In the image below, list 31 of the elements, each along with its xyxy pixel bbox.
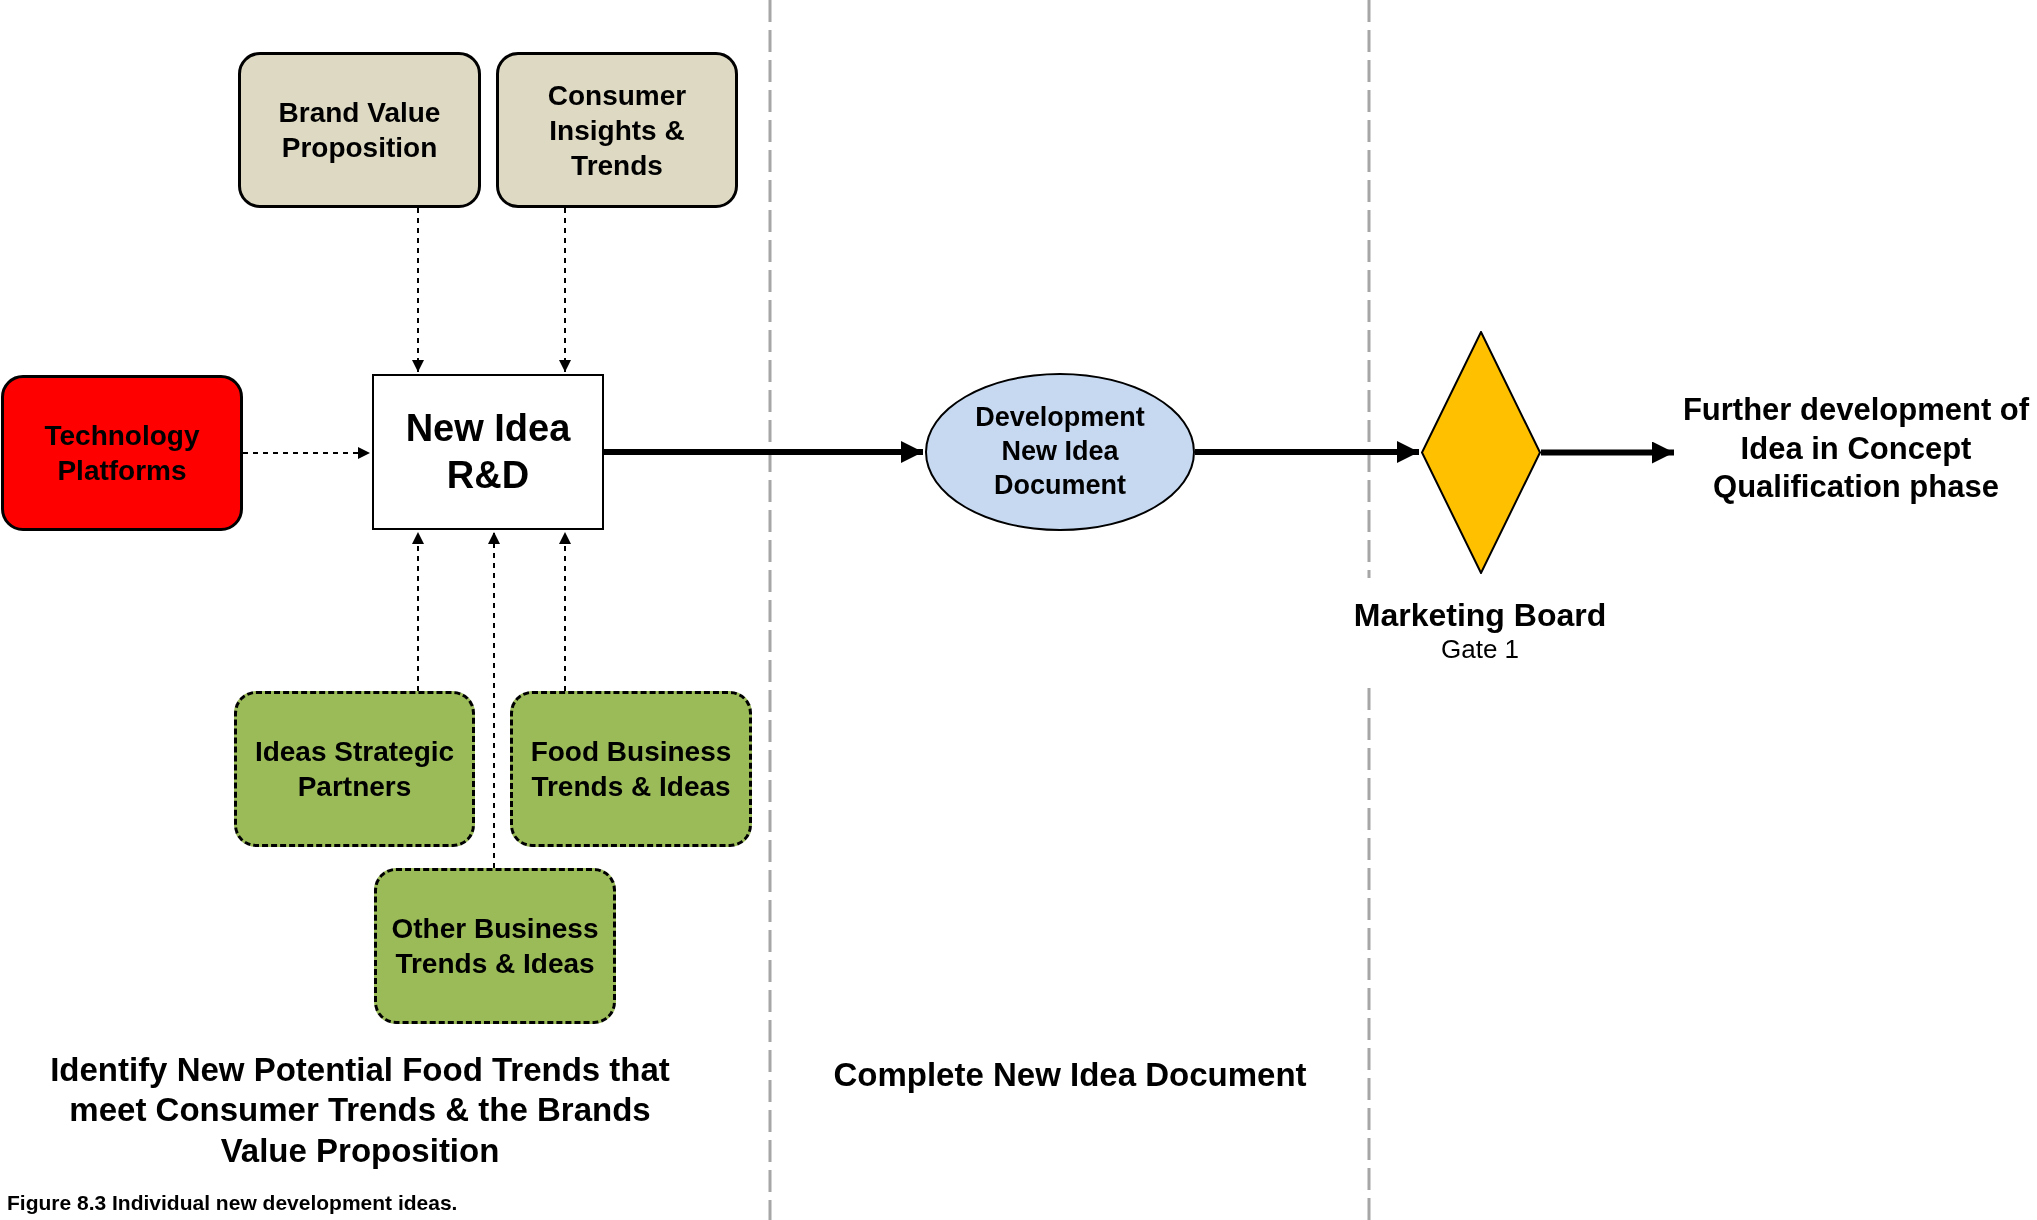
box-label: Consumer Insights & Trends	[546, 78, 688, 183]
phase-label: Complete New Idea Document	[832, 1055, 1308, 1095]
box-label: Development New Idea Document	[974, 401, 1146, 502]
process-box	[372, 374, 604, 530]
box-label: Other Business Trends & Ideas	[390, 912, 600, 981]
box-label: Brand Value Proposition	[277, 96, 442, 165]
decision-diamond	[1421, 331, 1541, 574]
box-label: Ideas Strategic Partners	[253, 735, 456, 804]
gate-title: Marketing Board	[1352, 596, 1608, 635]
rounded-box	[496, 52, 738, 208]
box-label: Technology Platforms	[43, 419, 201, 488]
arrow	[488, 531, 500, 869]
rounded-box	[238, 52, 481, 208]
phase-label: Identify New Potential Food Trends that meet Consumer Trends & the Brands Value Proposition	[49, 1050, 671, 1171]
box-label: New Idea R&D	[404, 405, 572, 498]
rounded-box	[1, 375, 243, 531]
dashed-rounded-box	[234, 691, 475, 847]
gate-subtitle: Gate 1	[1439, 634, 1521, 666]
arrow	[412, 207, 424, 373]
dashed-rounded-box	[510, 691, 752, 847]
arrow	[412, 531, 424, 692]
dashed-rounded-box	[374, 868, 616, 1024]
outcome-text: Further development of Idea in Concept Qualification phase	[1676, 385, 2036, 513]
arrow	[604, 441, 923, 463]
arrow	[242, 447, 371, 459]
arrow	[1541, 441, 1674, 464]
arrow	[1195, 441, 1419, 463]
figure-caption: Figure 8.3 Individual new development ideas.	[7, 1191, 458, 1215]
arrow	[559, 531, 571, 692]
box-label: Food Business Trends & Ideas	[529, 735, 733, 804]
arrow	[559, 207, 571, 373]
